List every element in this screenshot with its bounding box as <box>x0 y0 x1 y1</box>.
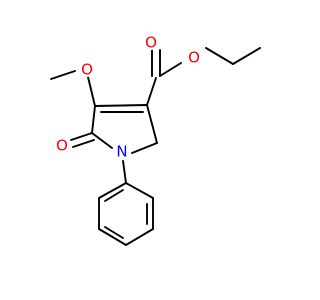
bond-phenyl-3 <box>125 228 154 246</box>
bond-ethyl-ch2-o <box>205 47 234 65</box>
bond-phenyl-6 <box>98 182 127 199</box>
atom-carbonyl-oxygen: O <box>143 34 159 52</box>
atom-methoxy-oxygen: O <box>79 61 95 79</box>
atom-label: O <box>81 61 93 79</box>
bond-n-to-phenyl <box>122 160 127 184</box>
atom-label: O <box>188 49 200 67</box>
atom-ring-nitrogen: N <box>114 143 130 161</box>
atom-label: N <box>116 143 127 161</box>
bond-ester-o-c <box>159 62 182 77</box>
bond-phenyl-inner-2 <box>104 226 124 239</box>
bond-phenyl-1 <box>125 182 154 199</box>
atom-label: O <box>145 34 157 52</box>
bond-lactam-double-2 <box>72 139 95 148</box>
bond-ester-to-ring <box>146 77 157 106</box>
atom-label: O <box>56 137 68 155</box>
bond-phenyl-4 <box>98 228 127 246</box>
bond-ring-n-c5 <box>91 132 113 149</box>
bond-ethyl-ch3 <box>232 47 261 65</box>
molecule-diagram: O O O O N <box>50 34 261 246</box>
atom-ester-oxygen: O <box>186 49 202 67</box>
bond-phenyl-inner-3 <box>104 189 124 202</box>
bond-ring-c3-c4-single <box>94 104 148 107</box>
bond-ring-c3-c2 <box>146 104 158 144</box>
bond-lactam-double-1 <box>70 132 93 141</box>
structure-drawing: O O O O N <box>50 34 261 246</box>
bond-methoxy-ch3 <box>50 70 76 80</box>
bond-ring-to-methoxy-o <box>87 76 96 107</box>
atom-lactam-oxygen: O <box>54 137 70 155</box>
bond-ring-c2-n <box>131 142 158 154</box>
bond-ring-c5-c4 <box>91 105 96 134</box>
